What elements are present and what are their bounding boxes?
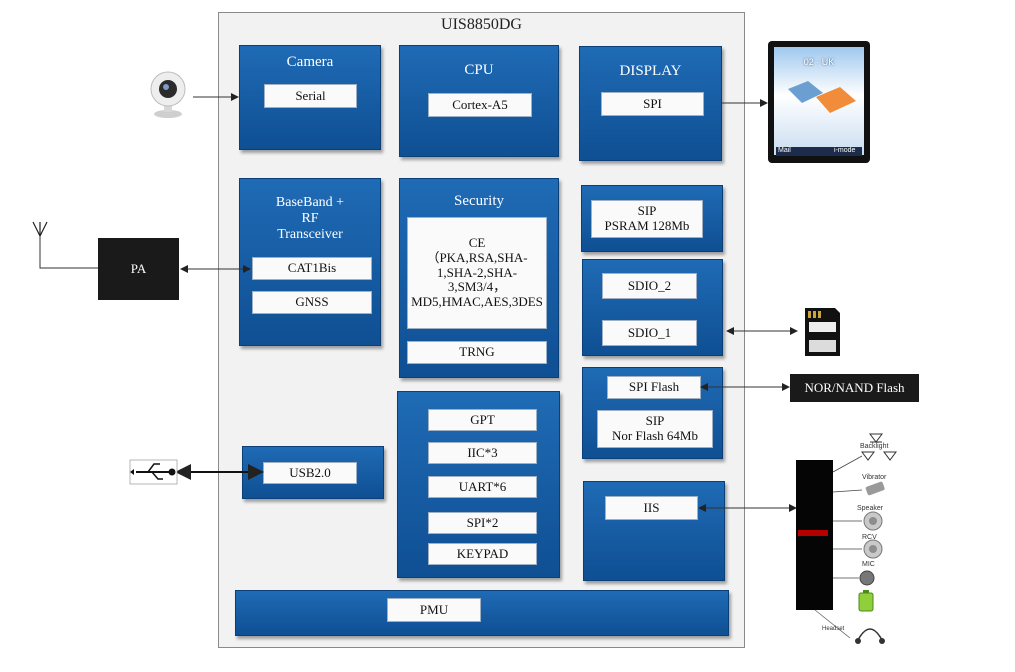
backlight-led-icon [869, 433, 883, 443]
vibrator-label: Vibrator [862, 474, 887, 481]
sdio-block: SDIO_2 SDIO_1 [582, 259, 723, 356]
spi-module: SPI*2 [428, 512, 537, 534]
cpu-core: Cortex-A5 [428, 93, 532, 117]
gnss-module: GNSS [252, 291, 372, 314]
baseband-block: BaseBand + RF Transceiver CAT1Bis GNSS [239, 178, 381, 346]
sip-nor-flash: SIP Nor Flash 64Mb [597, 410, 713, 448]
cat1bis-module: CAT1Bis [252, 257, 372, 280]
phone-display-icon: 02 · UK Mail i-mode [768, 41, 870, 163]
audio-connector-strip [796, 460, 833, 610]
pa-box: PA [98, 238, 179, 300]
gpt-module: GPT [428, 409, 537, 431]
rcv-label: RCV [862, 534, 877, 541]
pmu-module: PMU [387, 598, 481, 622]
iis-module: IIS [605, 496, 698, 520]
speaker-label: Speaker [857, 505, 884, 512]
headset-label: Headset [822, 626, 845, 632]
crypto-engine: CE （PKA,RSA,SHA-1,SHA-2,SHA-3,SM3/4，MD5,… [407, 217, 547, 329]
uart-module: UART*6 [428, 476, 537, 498]
nor-nand-flash-box: NOR/NAND Flash [790, 374, 919, 402]
backlight-label: Backlight [860, 443, 889, 450]
chip-title: UIS8850DG [441, 16, 522, 33]
flash-block: SPI Flash SIP Nor Flash 64Mb [582, 367, 723, 459]
camera-serial: Serial [264, 84, 357, 108]
vibrator-icon [865, 481, 885, 496]
keypad-module: KEYPAD [428, 543, 537, 565]
camera-title: Camera [286, 54, 334, 70]
phone-left-softkey: Mail [778, 147, 791, 154]
sip-psram: SIP PSRAM 128Mb [591, 200, 703, 238]
cpu-block: CPU Cortex-A5 [399, 45, 559, 157]
trng-module: TRNG [407, 341, 547, 364]
sdio-1: SDIO_1 [602, 320, 697, 346]
sip-psram-block: SIP PSRAM 128Mb [581, 185, 723, 252]
phone-carrier-label: 02 · UK [803, 57, 835, 67]
mic-label: MIC [862, 561, 875, 568]
security-title: Security [454, 193, 504, 209]
usb2-module: USB2.0 [263, 462, 357, 484]
phone-right-softkey: i-mode [834, 147, 856, 154]
phone-graphic [776, 81, 862, 156]
mic-icon [859, 570, 875, 586]
pmu-block: PMU [235, 590, 729, 636]
sdio-2: SDIO_2 [602, 273, 697, 299]
security-block: Security CE （PKA,RSA,SHA-1,SHA-2,SHA-3,S… [399, 178, 559, 378]
display-title: DISPLAY [619, 63, 682, 79]
display-block: DISPLAY SPI [579, 46, 722, 161]
display-spi: SPI [601, 92, 704, 116]
headset-icon [857, 628, 883, 641]
battery-icon [858, 592, 874, 612]
spi-flash: SPI Flash [607, 376, 701, 399]
cpu-title: CPU [464, 62, 494, 78]
antenna-wire [39, 233, 98, 269]
peripheral-block: GPT IIC*3 UART*6 SPI*2 KEYPAD [397, 391, 560, 578]
camera-block: Camera Serial [239, 45, 381, 150]
baseband-title: BaseBand + RF Transceiver [275, 195, 345, 242]
iis-block: IIS [583, 481, 725, 581]
iic-module: IIC*3 [428, 442, 537, 464]
